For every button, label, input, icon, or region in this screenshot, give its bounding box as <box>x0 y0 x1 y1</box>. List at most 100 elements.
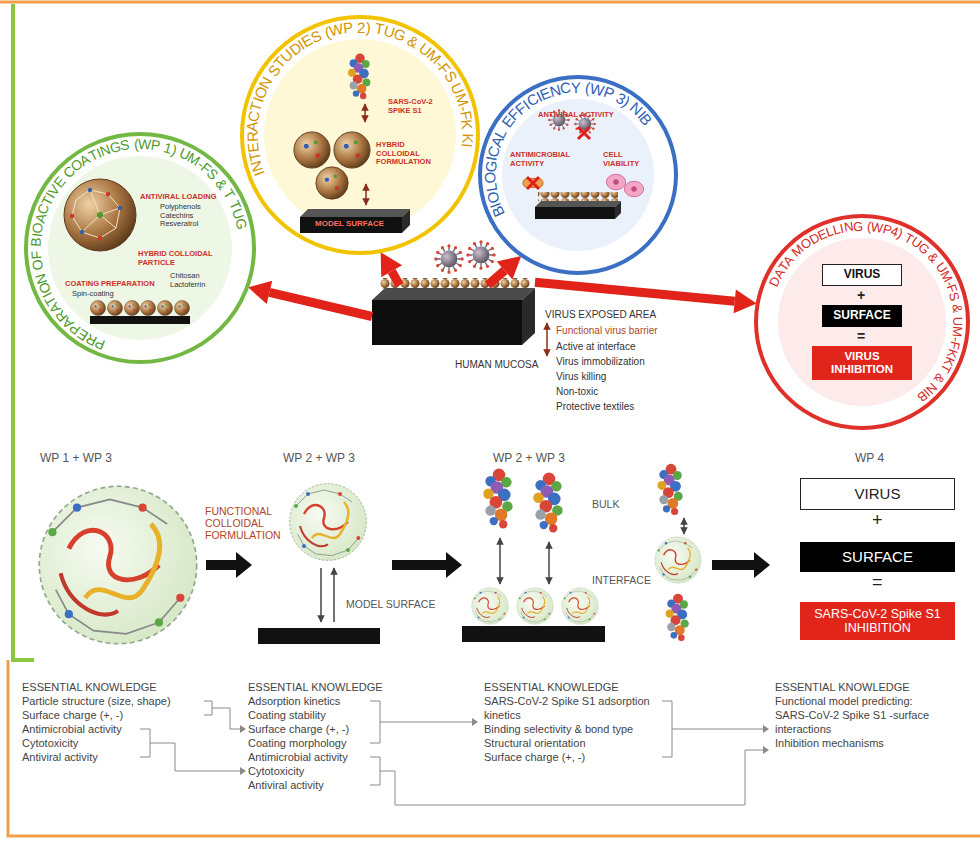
illustration-part <box>140 701 763 805</box>
node-label: HUMAN MUCOSA <box>455 359 538 371</box>
illustration-part <box>39 486 196 643</box>
surface-box: SURFACE <box>822 305 902 327</box>
red-arrow <box>488 256 521 285</box>
node-label: Virus immobilization <box>556 356 645 368</box>
arc-letter: Y <box>571 79 581 94</box>
illustration-part <box>712 552 770 578</box>
arc-letter <box>29 247 43 251</box>
arc-letter: S <box>947 291 962 303</box>
node-label: Functional virus barrier <box>556 325 658 337</box>
arc-letter: I <box>460 143 475 149</box>
knowledge-item: Antimicrobial activity <box>248 750 393 764</box>
illustration-part <box>472 718 478 726</box>
illustration-part <box>97 212 103 218</box>
box-label: VIRUS <box>851 485 905 502</box>
knowledge-item: Binding selectivity & bond type <box>484 722 654 736</box>
node-label: HYBRID COLLOIDAL FORMULATION <box>376 141 446 167</box>
arc-letter: B <box>29 237 44 247</box>
arc-letter: N <box>843 220 854 234</box>
knowledge-item: Structural orientation <box>484 736 654 750</box>
red-arrow <box>381 252 402 285</box>
inhibition-box: SARS-CoV-2 Spike S1 INHIBITION <box>800 602 955 640</box>
illustration-part <box>24 132 256 364</box>
illustration-part <box>348 54 370 100</box>
circle-outline <box>24 132 256 364</box>
illustration-part <box>666 594 689 642</box>
knowledge-item: Surface charge (+, -) <box>248 722 393 736</box>
illustration-part <box>240 767 246 775</box>
knowledge-heading: ESSENTIAL KNOWLEDGE <box>484 680 654 694</box>
illustration-part <box>364 104 366 122</box>
illustration-part <box>90 300 105 315</box>
illustration-part <box>615 201 621 219</box>
circle-ring <box>480 77 676 273</box>
arc-letter <box>460 129 475 134</box>
node-label: Virus killing <box>556 371 606 383</box>
knowledge-item: Cytotoxicity <box>248 764 393 778</box>
knowledge-item: Adsorption kinetics <box>248 694 393 708</box>
operator-sign: = <box>872 572 883 593</box>
knowledge-item: Antiviral activity <box>22 750 212 764</box>
knowledge-brackets <box>140 701 769 805</box>
illustration-part <box>538 192 618 201</box>
illustration-part <box>107 300 122 315</box>
illustration-part <box>206 552 252 578</box>
illustration-part <box>8 660 980 836</box>
illustration-part <box>402 209 410 233</box>
illustration-part <box>90 316 190 324</box>
illustration-part <box>320 568 322 622</box>
illustration-part <box>88 188 92 192</box>
box-label: SURFACE <box>838 548 917 565</box>
node-label: Chitosan Lactoferrin <box>170 272 215 289</box>
knowledge-item: Inhibition mechanisms <box>775 736 965 750</box>
stage-heading: WP 2 + WP 3 <box>493 452 565 466</box>
node-label: VIRUS EXPOSED AREA <box>545 309 656 321</box>
illustration-part <box>535 207 615 219</box>
work-package-circle: PREPARATION OF BIOACTIVE COATINGS (WP 1)… <box>24 132 256 364</box>
knowledge-item: Coating stability <box>248 708 393 722</box>
node-label: MODEL SURFACE <box>315 219 384 228</box>
arc-letter: P <box>150 138 161 153</box>
illustration-part <box>0 1 980 4</box>
illustration-part <box>763 746 769 754</box>
work-package-circle: BIOLOGICAL EFFICIENCY (WP 3) NIBANTIVIRA… <box>478 75 678 275</box>
illustration-part <box>258 628 380 644</box>
mucosa-slab: VIRUS EXPOSED AREAFunctional virus barri… <box>372 288 535 345</box>
node-label: Polyphenols Catechins Resveratrol <box>160 203 205 229</box>
illustration-part <box>606 174 625 190</box>
illustration-part <box>522 288 535 345</box>
illustration-part <box>300 209 410 217</box>
illustration-label: MODEL SURFACE <box>346 598 435 610</box>
illustration-label: BULK <box>592 498 619 510</box>
knowledge-column: ESSENTIAL KNOWLEDGEFunctional model pred… <box>775 680 965 750</box>
knowledge-heading: ESSENTIAL KNOWLEDGE <box>775 680 965 694</box>
arrow-head <box>497 256 521 279</box>
knowledge-item: Functional model predicting: <box>775 694 965 708</box>
illustration-part <box>655 537 701 583</box>
operator-sign: + <box>872 510 883 531</box>
arc-letter: C <box>559 80 572 96</box>
illustration-part <box>472 588 508 624</box>
arc-letter: W <box>328 21 345 39</box>
arc-letter: P <box>342 20 354 36</box>
node-label: Protective textiles <box>556 401 634 413</box>
node-label: ANTIMICROBIAL ACTIVITY <box>510 151 578 168</box>
node-label: + <box>857 287 865 303</box>
illustration-label: INTERFACE <box>592 574 651 586</box>
arc-letter: K <box>460 133 475 144</box>
illustration-part <box>372 300 522 345</box>
illustration-part <box>517 588 553 624</box>
illustration-part <box>763 725 769 733</box>
illustration-part <box>13 4 34 660</box>
node-label: COATING PREPARATION <box>65 280 155 289</box>
circle-grounds <box>24 15 970 430</box>
illustration-part <box>548 542 550 584</box>
illustration-part <box>483 469 512 529</box>
arrow-head <box>734 289 757 313</box>
arc-letter: ) <box>365 20 371 35</box>
illustration-part <box>468 242 494 268</box>
arc-letter: R <box>244 131 259 142</box>
knowledge-item: Antiviral activity <box>248 778 393 792</box>
knowledge-item: SARS-CoV-2 Spike S1 -surface interaction… <box>775 708 965 736</box>
illustration-part <box>240 725 246 733</box>
